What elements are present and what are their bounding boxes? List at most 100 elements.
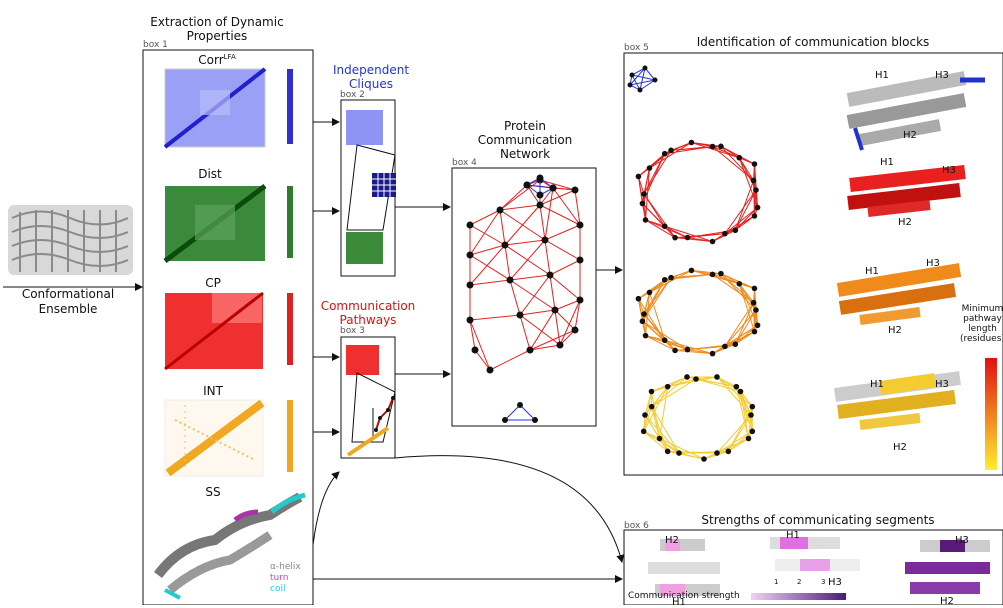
network-node: [472, 347, 479, 354]
network-node: [701, 456, 707, 462]
network-node: [676, 450, 682, 456]
network-node: [714, 450, 720, 456]
network-node: [722, 344, 728, 350]
network-node: [572, 187, 579, 194]
network-node: [643, 333, 649, 339]
conformational-ensemble-image: [8, 205, 133, 275]
network-node: [527, 347, 534, 354]
network-node: [718, 144, 724, 150]
helix-label-h1-b: H1: [880, 157, 894, 168]
network-node: [636, 296, 642, 302]
network-node: [628, 83, 633, 88]
network-node: [732, 341, 738, 347]
network-node: [577, 222, 584, 229]
box4-title: Protein Communication Network: [478, 119, 573, 161]
network-node: [630, 73, 635, 78]
network-node: [643, 66, 648, 71]
ss-legend: α-helix turn coil: [270, 562, 301, 595]
network-node: [751, 300, 757, 306]
network-node: [550, 185, 557, 192]
network-node: [662, 277, 668, 283]
network-node: [497, 207, 504, 214]
panel-label-corr: CorrLFA: [198, 53, 235, 67]
network-node: [649, 404, 655, 410]
network-node: [547, 272, 554, 279]
network-node: [662, 223, 668, 229]
network-node: [665, 449, 671, 455]
network-node: [750, 404, 756, 410]
network-node: [647, 290, 653, 296]
pathway-length-colorbar: [985, 358, 997, 470]
box2-corr-mini: [346, 110, 383, 145]
box1-tag: box 1: [143, 40, 168, 50]
panel-label-int: INT: [203, 384, 223, 398]
network-node: [517, 402, 523, 408]
network-node: [685, 347, 691, 353]
box6-title: Strengths of communicating segments: [701, 513, 934, 527]
network-node: [577, 257, 584, 264]
network-node: [641, 311, 647, 317]
helix-label-h3-a: H3: [935, 70, 949, 81]
network-node: [467, 317, 474, 324]
network-node: [755, 205, 761, 211]
network-node: [689, 140, 695, 146]
network-node: [710, 239, 716, 245]
pathway-length-legend: Minimum pathway length (residues): [960, 304, 1003, 344]
network-node: [641, 429, 647, 435]
network-node: [507, 277, 514, 284]
strength-tick-2: 2: [797, 578, 801, 586]
network-node: [662, 151, 668, 157]
network-node: [689, 268, 695, 274]
communication-strength-colorbar: [751, 593, 846, 600]
helix-label-h1-a: H1: [875, 70, 889, 81]
network-node: [542, 237, 549, 244]
network-node: [750, 429, 756, 435]
network-node: [643, 217, 649, 223]
network-node: [753, 187, 759, 193]
network-node: [668, 275, 674, 281]
box6-tag: box 6: [624, 521, 649, 531]
network-node: [552, 307, 559, 314]
network-node: [653, 78, 658, 83]
network-node: [537, 175, 544, 182]
helix-label-h3-f: H3: [828, 577, 842, 588]
ensemble-label: Conformational Ensemble: [22, 287, 114, 317]
helix-label-h1-c: H1: [865, 266, 879, 277]
network-node: [732, 227, 738, 233]
clique-grid-icon: [372, 173, 396, 197]
box5-title: Identification of communication blocks: [697, 35, 930, 49]
network-node: [638, 88, 643, 93]
network-node: [751, 178, 757, 184]
network-node: [668, 148, 674, 154]
network-node: [662, 337, 668, 343]
network-node: [746, 436, 752, 442]
network-node: [718, 271, 724, 277]
network-node: [487, 367, 494, 374]
box4-tag: box 4: [452, 158, 477, 168]
panel-label-ss: SS: [205, 485, 220, 499]
box5-frame: [624, 53, 1003, 475]
network-node: [753, 307, 759, 313]
box5-tag: box 5: [624, 43, 649, 53]
box3-cp-mini: [346, 345, 379, 375]
helix-label-h1-d: H1: [870, 379, 884, 390]
box2-title: Independent Cliques: [333, 63, 409, 91]
helix-label-h2-d: H2: [893, 442, 907, 453]
helix-label-h3-g: H3: [955, 535, 969, 546]
helix-label-h2-g: H2: [940, 596, 954, 607]
network-node: [467, 252, 474, 259]
network-node: [640, 201, 646, 207]
network-node: [752, 329, 758, 335]
network-node: [672, 235, 678, 241]
network-node: [685, 235, 691, 241]
helix-label-h3-b: H3: [942, 165, 956, 176]
network-node: [752, 213, 758, 219]
network-node: [532, 417, 538, 423]
network-node: [755, 322, 761, 328]
strength-tick-3: 3: [821, 578, 825, 586]
network-node: [710, 272, 716, 278]
network-node: [524, 182, 531, 189]
network-node: [502, 242, 509, 249]
network-node: [657, 436, 663, 442]
network-node: [714, 374, 720, 380]
